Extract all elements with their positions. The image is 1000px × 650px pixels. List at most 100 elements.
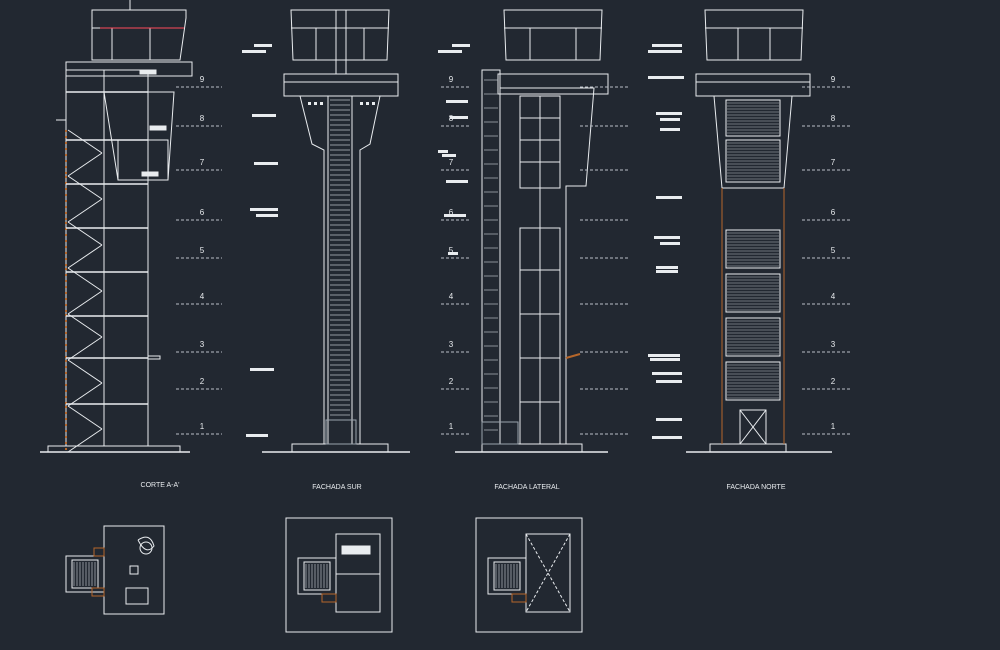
level-label: 6 (449, 208, 454, 217)
level-label: 3 (449, 340, 454, 349)
plan-fixture (129, 565, 139, 575)
note-block (252, 114, 276, 117)
level-label: 7 (449, 158, 454, 167)
note-block (250, 368, 274, 371)
base-block (325, 419, 357, 445)
note-block (652, 372, 682, 375)
louver-panel (725, 361, 781, 401)
note-block (656, 196, 682, 199)
stair-flights (65, 129, 103, 453)
plan-door (321, 593, 337, 603)
stair-flight (67, 359, 103, 384)
level-label: 5 (831, 246, 836, 255)
plan-stair (297, 557, 337, 595)
level-label: 9 (831, 75, 836, 84)
level-label: 7 (200, 158, 205, 167)
note-block (656, 380, 682, 383)
stair-flight (67, 382, 103, 407)
note-block (438, 150, 448, 153)
note-block (242, 50, 266, 53)
annotation-blocks (242, 44, 684, 439)
stair-flight (67, 428, 103, 453)
vent (320, 102, 323, 105)
stair-flight (67, 152, 103, 177)
note-block (250, 208, 278, 211)
canopy (565, 353, 581, 359)
control-cab (503, 9, 603, 61)
plan-door (511, 593, 527, 603)
note-block (254, 162, 278, 165)
level-label: 8 (831, 114, 836, 123)
note-block (256, 214, 278, 217)
core-rungs (330, 99, 350, 416)
note-block (648, 50, 682, 53)
stair-flight (67, 405, 103, 430)
level-label: 7 (831, 158, 836, 167)
note-block (654, 236, 680, 239)
plan-door (93, 547, 105, 557)
note-block (448, 252, 458, 255)
corte-section-view (40, 0, 193, 453)
louver-panel (725, 229, 781, 269)
cantilever (147, 355, 161, 360)
level-label: 6 (831, 208, 836, 217)
plan-steps (73, 562, 96, 586)
base-block (481, 421, 519, 445)
entrance-door (739, 409, 767, 445)
label-block (141, 171, 159, 177)
note-block (656, 270, 678, 273)
stair-flight (67, 313, 103, 338)
louver-panels (725, 99, 781, 401)
stair-flight (67, 198, 103, 223)
stair-flight (67, 290, 103, 315)
louver-panel (725, 317, 781, 357)
note-block (452, 44, 470, 47)
plan-frame (475, 517, 583, 633)
vent (372, 102, 375, 105)
title-corte: CORTE A-A' (141, 482, 180, 489)
control-cab (704, 9, 804, 61)
title-fachada-lateral: FACHADA LATERAL (494, 484, 559, 491)
plan-fixture (137, 536, 155, 551)
note-block (438, 50, 462, 53)
vent (308, 102, 311, 105)
stair-flight (67, 336, 103, 361)
level-label: 4 (200, 292, 205, 301)
balcony-rail (65, 61, 193, 77)
level-label: 3 (200, 340, 205, 349)
louver-panel (725, 139, 781, 183)
note-block (254, 44, 272, 47)
glazing-grid (484, 79, 560, 444)
level-label: 3 (831, 340, 836, 349)
plan-stair-inner (71, 559, 99, 589)
plan-frame (285, 517, 393, 633)
level-label: 2 (200, 377, 205, 386)
note-block (648, 76, 684, 79)
label-block (149, 125, 167, 131)
note-block (450, 116, 468, 119)
plan-stair (487, 557, 527, 595)
level-label: 9 (449, 75, 454, 84)
plan-2 (285, 517, 393, 633)
plan-desk (125, 587, 149, 605)
label-block (139, 69, 157, 75)
note-block (446, 180, 468, 183)
stair-flight (67, 244, 103, 269)
note-block (652, 436, 682, 439)
note-block (660, 118, 680, 121)
tower-shaft (299, 95, 381, 445)
fachada-lateral-view (455, 9, 609, 453)
fachada-sur-view (262, 9, 410, 453)
fachada-norte-view (686, 9, 832, 453)
level-label: 4 (449, 292, 454, 301)
level-label: 2 (449, 377, 454, 386)
level-label: 8 (200, 114, 205, 123)
level-label: 5 (200, 246, 205, 255)
note-block (652, 44, 682, 47)
note-block (656, 418, 682, 421)
vent (360, 102, 363, 105)
note-block (660, 242, 680, 245)
note-block (446, 100, 468, 103)
plan-steps (495, 564, 518, 588)
